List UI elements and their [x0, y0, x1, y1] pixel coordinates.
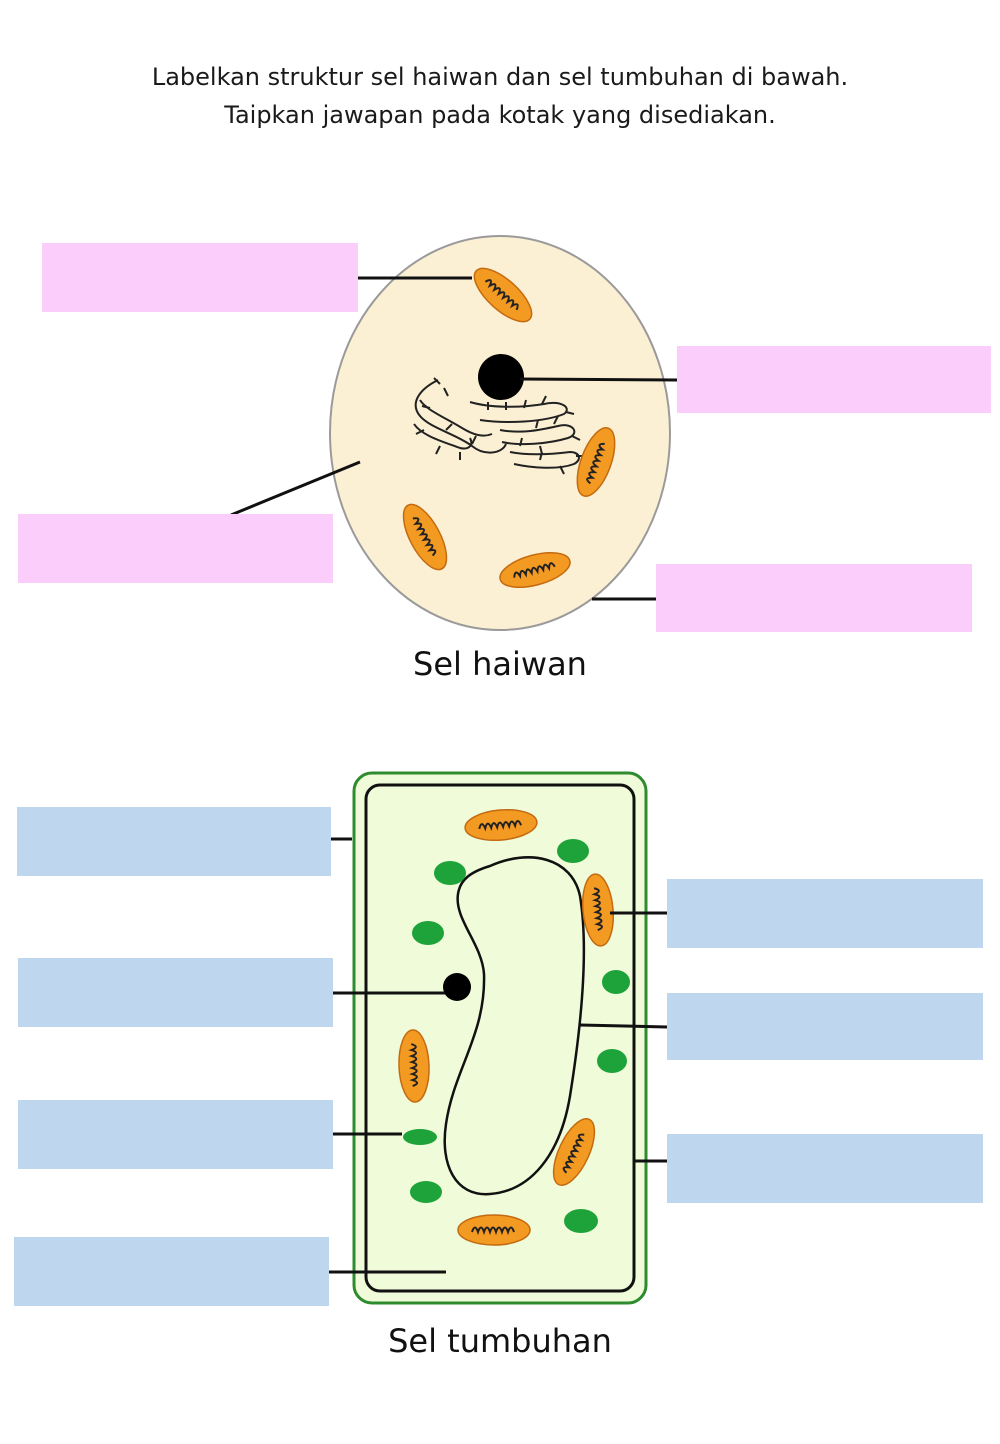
plant-answer-box-1[interactable]	[17, 807, 331, 876]
instruction-line-1: Labelkan struktur sel haiwan dan sel tum…	[151, 63, 849, 91]
plant-cell-leader-lines	[323, 837, 668, 1274]
plant-cell-caption: Sel tumbuhan	[388, 1322, 612, 1360]
plant-cell	[323, 771, 668, 1305]
animal-answer-box-2[interactable]	[677, 346, 991, 413]
plant-answer-box-3[interactable]	[18, 1100, 333, 1169]
plant-cell-chloroplast	[403, 1129, 437, 1145]
plant-cell-chloroplast	[410, 1181, 442, 1203]
animal-cell	[230, 235, 679, 631]
animal-cell-nucleus	[478, 354, 524, 400]
plant-answer-box-2[interactable]	[18, 958, 333, 1027]
plant-answer-box-6[interactable]	[667, 993, 983, 1060]
plant-cell-chloroplast	[602, 970, 630, 994]
animal-cell-leader-lines	[230, 276, 679, 601]
plant-cell-chloroplast	[412, 921, 444, 945]
plant-answer-box-5[interactable]	[667, 879, 983, 948]
plant-answer-box-7[interactable]	[667, 1134, 983, 1203]
instructions: Labelkan struktur sel haiwan dan sel tum…	[0, 58, 1000, 134]
plant-cell-chloroplast	[434, 861, 466, 885]
plant-cell-chloroplast	[564, 1209, 598, 1233]
plant-cell-mitochondrion-5	[457, 1214, 531, 1246]
plant-cell-nucleus	[443, 973, 471, 1001]
plant-cell-chloroplast	[597, 1049, 627, 1073]
plant-answer-box-4[interactable]	[14, 1237, 329, 1306]
animal-cell-caption: Sel haiwan	[413, 645, 587, 683]
animal-answer-box-1[interactable]	[42, 243, 358, 312]
plant-cell-chloroplasts	[403, 839, 630, 1233]
plant-cell-vacuole	[443, 856, 586, 1196]
animal-answer-box-3[interactable]	[18, 514, 333, 583]
animal-cell-endoplasmic-reticulum	[413, 377, 584, 475]
instruction-line-2: Taipkan jawapan pada kotak yang disediak…	[224, 101, 776, 129]
plant-cell-chloroplast	[557, 839, 589, 863]
animal-answer-box-4[interactable]	[656, 564, 972, 632]
